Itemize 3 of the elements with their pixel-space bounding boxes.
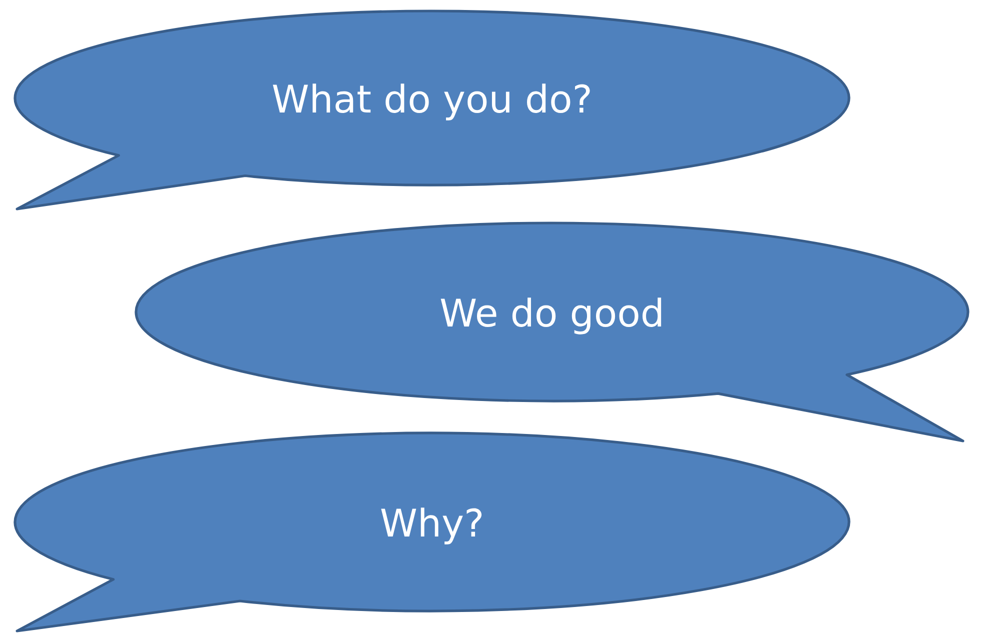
speech-bubble: We do good: [134, 222, 970, 442]
speech-bubble: What do you do?: [14, 10, 850, 210]
speech-bubble: Why?: [14, 432, 850, 632]
